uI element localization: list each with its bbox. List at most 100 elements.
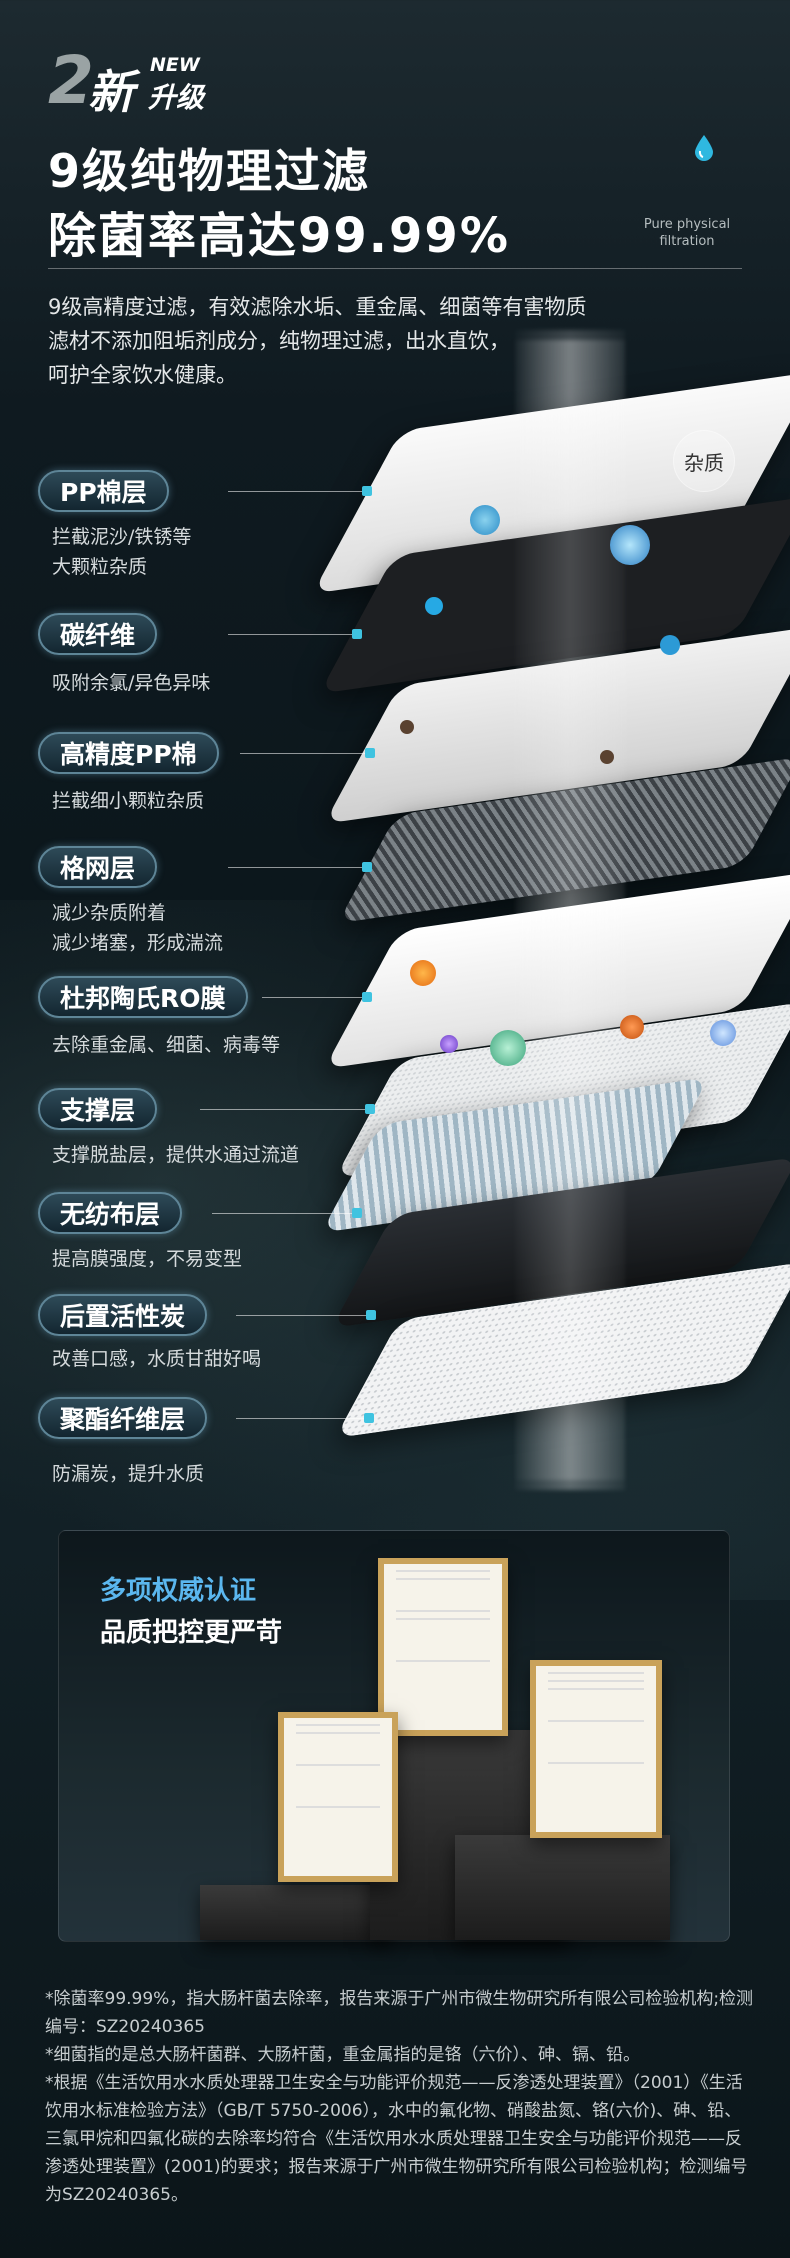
certificate-line: [296, 1732, 380, 1734]
germ-green-icon: [490, 1030, 526, 1066]
desc-line: 去除重金属、细菌、病毒等: [52, 1034, 281, 1056]
pill-pp-cotton: PP棉层: [38, 470, 169, 512]
certificate-line: [396, 1570, 490, 1572]
connector-line: [212, 1213, 352, 1214]
desc-line: 拦截泥沙/铁锈等: [52, 526, 192, 548]
pure-line2: filtration: [659, 234, 715, 249]
certificate-frame: [378, 1558, 508, 1736]
germ-orange-icon: [410, 960, 436, 986]
intro-text: 9级高精度过滤，有效滤除水垢、重金属、细菌等有害物质 滤材不添加阻垢剂成分，纯物…: [48, 290, 748, 392]
pure-physical-filtration: Pure physical filtration: [632, 216, 742, 250]
badge-new: NEW: [150, 54, 200, 76]
cert-subtitle: 品质把控更严苛: [100, 1618, 283, 1648]
desc-line: 拦截细小颗粒杂质: [52, 790, 205, 812]
certificate-line: [548, 1720, 644, 1722]
germ-blue-icon: [710, 1020, 736, 1046]
desc-carbon-fiber: 吸附余氯/异色异味: [52, 668, 210, 698]
certificate-line: [396, 1610, 490, 1612]
pill-polyester: 聚酯纤维层: [38, 1397, 208, 1439]
connector-dot: [362, 862, 372, 872]
connector-line: [236, 1315, 366, 1316]
desc-line: 减少杂质附着: [52, 902, 167, 924]
pill-carbon-fiber: 碳纤维: [38, 613, 158, 655]
connector-line: [240, 753, 365, 754]
desc-line: 支撑脱盐层，提供水通过流道: [52, 1144, 300, 1166]
germ-orange-icon: [620, 1015, 644, 1039]
desc-line: 改善口感，水质甘甜好喝: [52, 1348, 262, 1370]
connector-dot: [366, 1310, 376, 1320]
connector-line: [262, 997, 362, 998]
desc-support: 支撑脱盐层，提供水通过流道: [52, 1140, 299, 1170]
pill-high-precision-pp: 高精度PP棉: [38, 732, 219, 774]
desc-post-carbon: 改善口感，水质甘甜好喝: [52, 1344, 261, 1374]
badge-xin: 新: [88, 65, 134, 119]
certificate-line: [296, 1806, 380, 1808]
desc-ro-membrane: 去除重金属、细菌、病毒等: [52, 1030, 280, 1060]
water-stream: [515, 330, 625, 1480]
germ-purple-icon: [440, 1035, 458, 1053]
desc-line: 大颗粒杂质: [52, 556, 148, 578]
badge-upgrade: 升级: [148, 81, 205, 114]
certificate-frame: [530, 1660, 662, 1838]
footnote: *除菌率99.99%，指大肠杆菌去除率，报告来源于广州市微生物研究所有限公司检验…: [45, 1989, 754, 2037]
desc-line: 防漏炭，提升水质: [52, 1463, 205, 1485]
certificate-line: [548, 1672, 644, 1674]
desc-line: 减少堵塞，形成湍流: [52, 932, 224, 954]
connector-dot: [365, 748, 375, 758]
cert-title: 多项权威认证: [100, 1576, 257, 1606]
connector-line: [236, 1418, 364, 1419]
impurity-label: 杂质: [684, 450, 724, 475]
pill-support: 支撑层: [38, 1088, 158, 1130]
connector-dot: [365, 1104, 375, 1114]
particle-icon: [660, 635, 680, 655]
certificate-line: [396, 1660, 490, 1662]
stone-particle-icon: [600, 750, 614, 764]
pill-mesh: 格网层: [38, 846, 158, 888]
certificate-line: [548, 1762, 644, 1764]
pedestal-block: [200, 1885, 390, 1940]
connector-dot: [362, 486, 372, 496]
desc-line: 提高膜强度，不易变型: [52, 1248, 243, 1270]
pill-nonwoven: 无纺布层: [38, 1192, 183, 1234]
new-upgrade-badge: 2 新 NEW 升级: [48, 42, 218, 119]
virus-icon: [610, 525, 650, 565]
certificate-line: [548, 1688, 644, 1690]
pill-post-carbon: 后置活性炭: [38, 1294, 208, 1336]
footnote: *根据《生活饮用水水质处理器卫生安全与功能评价规范——反渗透处理装置》（2001…: [45, 2073, 748, 2205]
divider: [48, 268, 742, 269]
headline-line2: 除菌率高达99.99%: [48, 208, 510, 264]
intro-line: 9级高精度过滤，有效滤除水垢、重金属、细菌等有害物质: [48, 295, 587, 319]
pill-ro-membrane: 杜邦陶氏RO膜: [38, 976, 248, 1018]
connector-dot: [362, 992, 372, 1002]
impurity-badge: 杂质: [673, 430, 735, 492]
filter-layers-illustration: 杂质: [280, 330, 790, 1490]
certificate-line: [296, 1764, 380, 1766]
bacteria-icon: [470, 505, 500, 535]
certificate-line: [548, 1680, 644, 1682]
connector-line: [228, 634, 353, 635]
particle-icon: [425, 597, 443, 615]
desc-line: 吸附余氯/异色异味: [52, 672, 211, 694]
certificate-frame: [278, 1712, 398, 1882]
pedestal-block: [455, 1835, 670, 1940]
connector-line: [228, 867, 363, 868]
intro-line: 滤材不添加阻垢剂成分，纯物理过滤，出水直饮，: [48, 329, 510, 353]
desc-high-precision-pp: 拦截细小颗粒杂质: [52, 786, 204, 816]
desc-nonwoven: 提高膜强度，不易变型: [52, 1244, 242, 1274]
footnotes: *除菌率99.99%，指大肠杆菌去除率，报告来源于广州市微生物研究所有限公司检验…: [45, 1985, 755, 2209]
badge-number: 2: [48, 42, 94, 119]
stone-particle-icon: [400, 720, 414, 734]
water-drop-icon: [695, 135, 713, 161]
intro-line: 呵护全家饮水健康。: [48, 363, 237, 387]
desc-pp-cotton: 拦截泥沙/铁锈等 大颗粒杂质: [52, 522, 191, 582]
connector-line: [228, 491, 363, 492]
desc-polyester: 防漏炭，提升水质: [52, 1459, 204, 1489]
headline-line1: 9级纯物理过滤: [48, 144, 371, 198]
footnote: *细菌指的是总大肠杆菌群、大肠杆菌，重金属指的是铬（六价）、砷、镉、铅。: [45, 2045, 640, 2065]
connector-dot: [352, 629, 362, 639]
certificate-line: [396, 1578, 490, 1580]
pure-line1: Pure physical: [643, 217, 731, 232]
certificate-line: [296, 1724, 380, 1726]
connector-dot: [364, 1413, 374, 1423]
certificate-line: [396, 1618, 490, 1620]
